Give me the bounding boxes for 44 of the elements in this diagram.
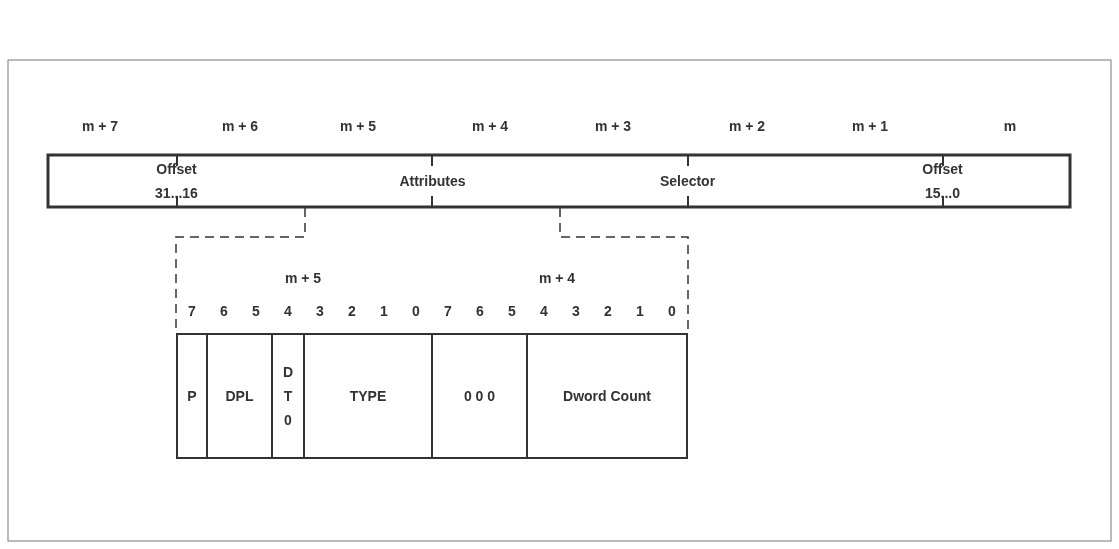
- bit-number: 2: [348, 303, 356, 319]
- field-label: P: [186, 387, 198, 406]
- bit-number: 6: [476, 303, 484, 319]
- bit-number: 4: [284, 303, 292, 319]
- byte-address-label: m + 4: [471, 118, 509, 134]
- bit-number: 4: [540, 303, 548, 319]
- bit-field: [176, 333, 208, 459]
- field-label: DPL: [225, 387, 254, 406]
- field-label: Attributes: [399, 172, 466, 191]
- field-label: 15...0: [925, 184, 960, 203]
- byte-address-label: m + 6: [221, 118, 259, 134]
- bit-number: 1: [636, 303, 644, 319]
- field-label: TYPE: [349, 387, 387, 406]
- byte-address-label: m + 7: [81, 118, 119, 134]
- field-label: Selector: [659, 172, 716, 191]
- bit-number: 7: [188, 303, 196, 319]
- bit-field: [208, 333, 273, 459]
- byte-address-label: m + 3: [594, 118, 632, 134]
- field-label: D T 0: [281, 363, 295, 430]
- bit-field: [305, 333, 433, 459]
- byte-address-label: m: [1003, 118, 1017, 134]
- bit-field: [273, 333, 305, 459]
- bit-number: 2: [604, 303, 612, 319]
- bit-number: 5: [252, 303, 260, 319]
- bit-number: 0: [668, 303, 676, 319]
- byte-address-label: m + 5: [284, 270, 322, 286]
- bit-number: 3: [572, 303, 580, 319]
- byte-address-label: m + 1: [851, 118, 889, 134]
- bit-number: 7: [444, 303, 452, 319]
- bit-number: 0: [412, 303, 420, 319]
- field-label: Offset: [156, 160, 197, 179]
- field-label: Offset: [922, 160, 963, 179]
- byte-address-label: m + 5: [339, 118, 377, 134]
- field-label: 0 0 0: [463, 387, 496, 406]
- field-label: 31...16: [155, 184, 198, 203]
- bit-field: [433, 333, 528, 459]
- byte-address-label: m + 2: [728, 118, 766, 134]
- field-label: Dword Count: [563, 387, 651, 406]
- byte-address-label: m + 4: [538, 270, 576, 286]
- bit-number: 1: [380, 303, 388, 319]
- bit-number: 6: [220, 303, 228, 319]
- bit-number: 3: [316, 303, 324, 319]
- bit-field: [528, 333, 688, 459]
- bit-number: 5: [508, 303, 516, 319]
